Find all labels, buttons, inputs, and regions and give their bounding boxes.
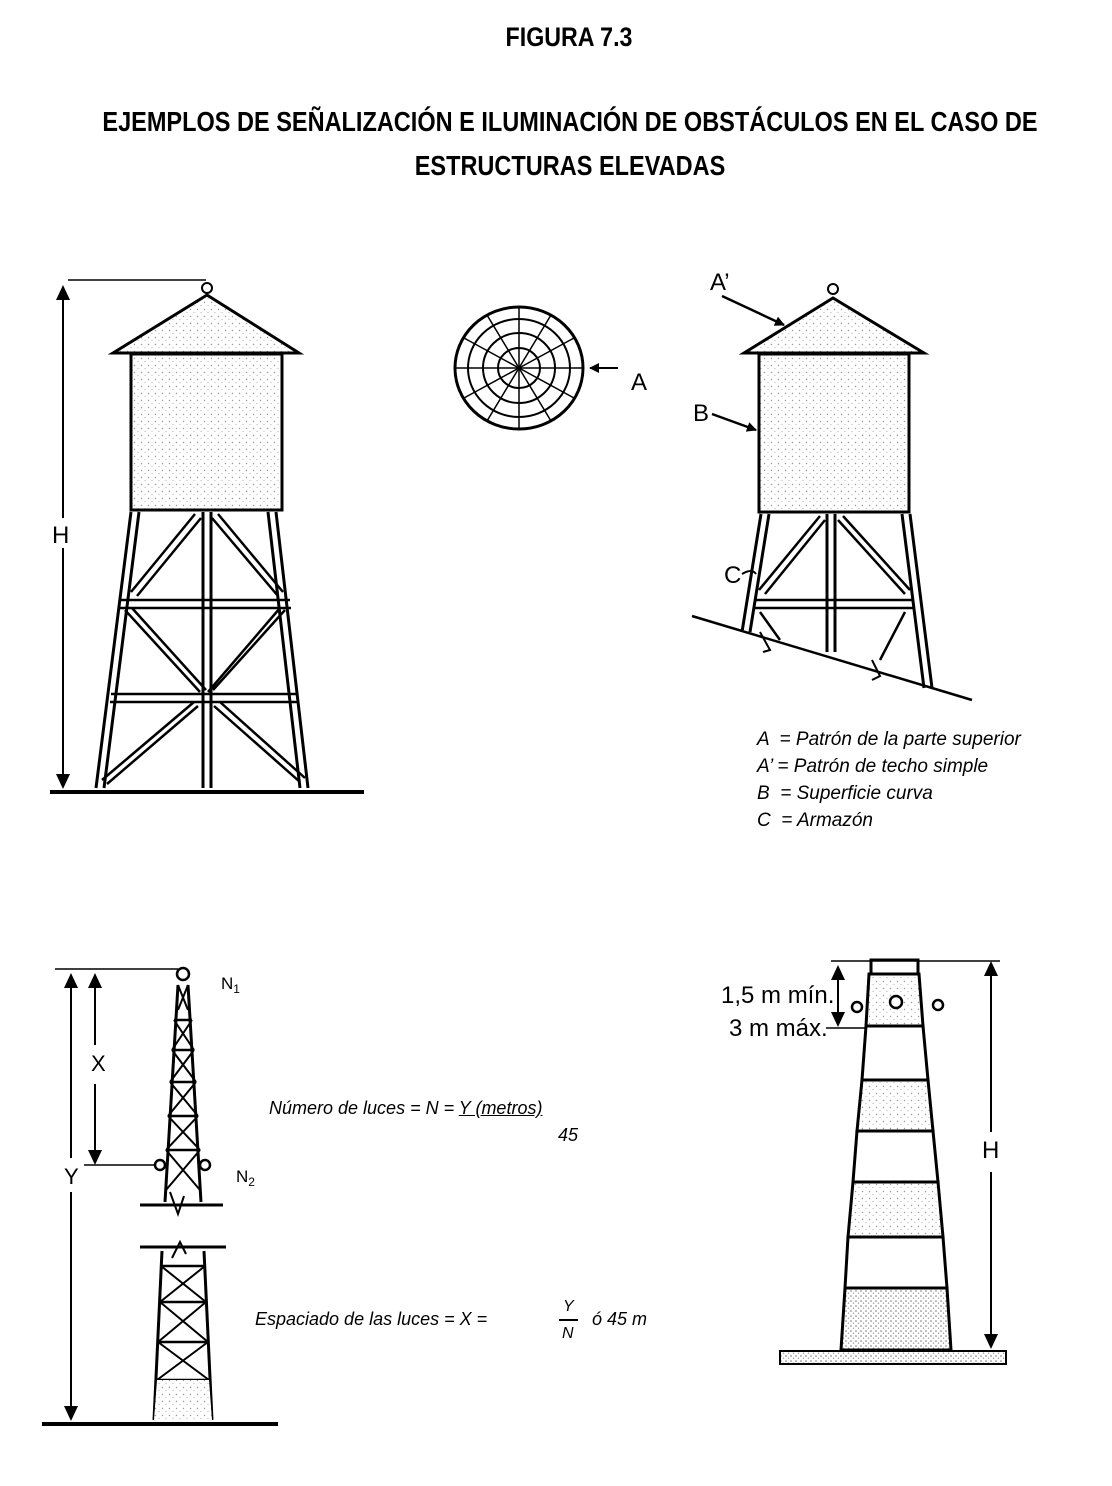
figure-heading-line-1: EJEMPLOS DE SEÑALIZACIÓN E ILUMINACIÓN D… [102, 106, 1038, 137]
spacing-numerator: Y [563, 1298, 574, 1315]
light-count-numerator: Y (metros) [458, 1098, 543, 1118]
water-tower-left [50, 279, 364, 794]
chimney-center-light-icon [888, 994, 904, 1010]
slope-ground [691, 614, 973, 702]
frame-label: C [724, 562, 741, 589]
figure-heading-line-2: ESTRUCTURAS ELEVADAS [414, 150, 726, 181]
curved-surface-label: B [693, 400, 709, 427]
figure-number: FIGURA 7.3 [505, 22, 633, 52]
light-spacing-formula: Espaciado de las luces = X = [255, 1309, 488, 1329]
legend-item: A’ = Patrón de techo simple [757, 756, 989, 777]
chimney-cap [869, 958, 920, 976]
chimney-base [779, 1350, 1007, 1365]
fraction-bar [559, 1319, 578, 1321]
top-light-label: N1 [221, 974, 240, 996]
spacing-label: X [91, 1051, 106, 1076]
legend-item: C = Armazón [757, 810, 873, 831]
total-height-label: Y [64, 1164, 79, 1189]
water-tower-right [691, 283, 973, 702]
right-tank-roof [738, 296, 930, 355]
chimney-height-label: H [982, 1137, 999, 1164]
light-count-formula: Número de luces = N = Y (metros) [269, 1098, 543, 1118]
legend-item: A = Patrón de la parte superior [757, 729, 1021, 750]
tank-body [129, 352, 284, 512]
legend: A = Patrón de la parte superior A’ = Pat… [757, 726, 1021, 834]
max-offset-label: 3 m máx. [729, 1015, 828, 1042]
light-count-denominator: 45 [558, 1125, 579, 1145]
lower-light-right-icon [198, 1158, 212, 1172]
top-light-icon [175, 966, 191, 982]
spacing-alternative: ó 45 m [592, 1309, 648, 1329]
roof-pattern-arrow [721, 294, 785, 327]
chimney-left-light-icon [850, 1000, 864, 1014]
legend-item: B = Superficie curva [757, 783, 933, 804]
min-offset-label: 1,5 m mín. [721, 982, 835, 1009]
lattice-tower [42, 966, 278, 1426]
surface-arrow [711, 412, 757, 432]
obstacle-light-icon [201, 282, 213, 294]
top-pattern-label: A [631, 369, 647, 396]
obstacle-light-icon [827, 283, 839, 295]
top-pattern-disc [453, 305, 618, 431]
roof-pattern-label: A’ [710, 269, 730, 296]
left-tower-height-label: H [52, 522, 69, 549]
figure-heading: EJEMPLOS DE SEÑALIZACIÓN E ILUMINACIÓN D… [66, 100, 1074, 188]
tank-roof [107, 293, 305, 355]
chimney [779, 958, 1007, 1365]
spacing-denominator: N [562, 1325, 574, 1342]
right-tank-body [757, 352, 911, 514]
chimney-right-light-icon [931, 998, 945, 1012]
lower-light-label: N2 [236, 1167, 255, 1189]
lower-light-left-icon [153, 1158, 167, 1172]
